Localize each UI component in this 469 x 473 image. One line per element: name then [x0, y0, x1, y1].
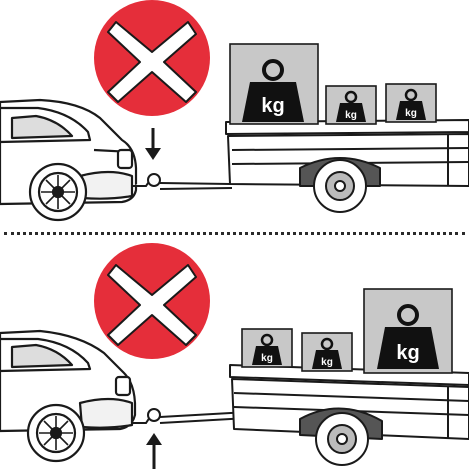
weight-label: kg — [321, 357, 333, 368]
prohibited-x-icon — [94, 243, 210, 359]
weight-large: kg — [230, 44, 318, 124]
dotted-divider — [4, 232, 465, 235]
arrow-up-icon — [146, 433, 162, 469]
weight-small: kg — [326, 86, 376, 124]
weight-large: kg — [364, 289, 452, 373]
trailer-icon — [226, 120, 469, 212]
arrow-down-icon — [145, 128, 161, 160]
panel-front-heavy-load: kg kg kg — [0, 0, 469, 230]
panel-rear-heavy-load: kg kg kg — [0, 243, 469, 473]
weight-label: kg — [405, 108, 417, 119]
car-icon — [0, 100, 136, 220]
weight-small: kg — [386, 84, 436, 122]
weight-small: kg — [242, 329, 292, 367]
illustration-top: kg kg kg — [0, 0, 469, 230]
weight-label: kg — [261, 353, 273, 364]
weight-small: kg — [302, 333, 352, 371]
prohibited-x-icon — [94, 0, 210, 116]
tow-hitch-icon — [132, 174, 232, 189]
weight-label: kg — [345, 110, 357, 121]
weight-label: kg — [261, 95, 284, 117]
illustration-bottom: kg kg kg — [0, 243, 469, 473]
trailer-icon — [230, 365, 469, 465]
car-icon — [0, 331, 135, 461]
weight-label: kg — [396, 342, 419, 364]
